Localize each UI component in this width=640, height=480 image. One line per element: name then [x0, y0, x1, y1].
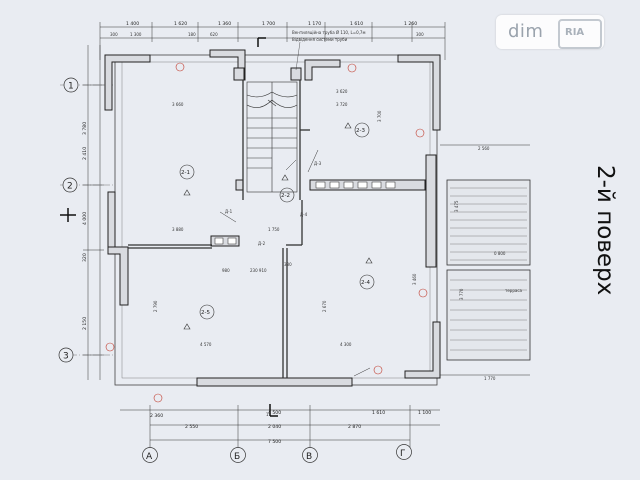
beam-openings — [214, 181, 396, 245]
dim-top-1: 1 400 — [126, 21, 139, 27]
area-markers — [183, 122, 373, 330]
door-label-2: Д-2 — [258, 241, 266, 246]
room-2-1: 2-1 — [181, 170, 190, 176]
watermark-text: dim — [508, 21, 544, 42]
staircase — [246, 81, 298, 193]
dim-top2-5: 300 — [416, 32, 424, 37]
terrace-label: терраса — [505, 288, 523, 293]
dim-left-3: 4 000 — [82, 212, 88, 225]
door-label-1: Д-1 — [225, 209, 233, 214]
door-labels: Д-1 Д-2 Д-3 Д-4 — [225, 161, 322, 246]
top-dimension-labels: 1 400 1 620 1 360 1 700 1 170 1 610 1 26… — [110, 21, 424, 37]
dim-bottom-1: 2 360 — [150, 413, 163, 419]
load-bearing-walls — [104, 49, 441, 387]
svg-text:1 750: 1 750 — [268, 227, 280, 232]
svg-text:980: 980 — [222, 268, 230, 273]
dim-top-7: 1 260 — [404, 21, 417, 27]
watermark-badge: RIA — [558, 19, 602, 49]
dim-top-4: 1 700 — [262, 21, 275, 27]
dim-bottom2-2: 2 040 — [268, 424, 281, 430]
terrace-dim-2: 3 475 — [454, 200, 459, 212]
dim-top-2: 1 620 — [174, 21, 187, 27]
terrace: 2 560 3 475 3 770 1 770 0 800 терраса — [440, 144, 531, 381]
axis-col-a: А — [146, 452, 153, 462]
dim-bottom-total: 7 500 — [268, 439, 281, 445]
svg-text:3 720: 3 720 — [336, 102, 348, 107]
dim-top2-4: 620 — [210, 32, 218, 37]
svg-text:4 570: 4 570 — [200, 342, 212, 347]
dim-top2-1: 300 — [110, 32, 118, 37]
svg-text:3 660: 3 660 — [172, 102, 184, 107]
svg-text:3 700: 3 700 — [377, 110, 382, 122]
dim-left-1: 3 780 — [82, 122, 88, 135]
door-swings — [219, 149, 371, 377]
partitions — [128, 80, 310, 378]
dim-bottom2-1: 2 550 — [185, 424, 198, 430]
axis-col-b: Б — [234, 452, 240, 462]
svg-text:4 300: 4 300 — [340, 342, 352, 347]
top-dimension-lines — [99, 22, 446, 60]
section-marks — [60, 37, 278, 417]
floor-title: 2-й поверх — [592, 165, 618, 296]
left-dimension-labels: 3 780 2 410 4 000 320 2 150 — [82, 122, 88, 330]
door-label-3: Д-3 — [314, 161, 322, 166]
svg-text:380: 380 — [284, 262, 292, 267]
floor-title-box: 2-й поверх — [590, 165, 640, 325]
axis-row-1: 1 — [68, 82, 74, 92]
terrace-dim-5: 0 800 — [494, 251, 506, 256]
dim-top2-2: 1 300 — [130, 32, 142, 37]
axis-row-3: 3 — [63, 352, 69, 362]
section-mark-label: 1 — [266, 412, 269, 417]
room-2-2: 2-2 — [281, 193, 290, 199]
red-markers — [105, 62, 428, 403]
terrace-dim-4: 1 770 — [484, 376, 496, 381]
svg-text:3 880: 3 880 — [172, 227, 184, 232]
dim-top-3: 1 360 — [218, 21, 231, 27]
axis-row-2: 2 — [67, 182, 73, 192]
dim-left-2: 2 410 — [82, 147, 88, 160]
dim-top-6: 1 610 — [350, 21, 363, 27]
note-leader — [295, 41, 301, 71]
terrace-dim-3: 3 770 — [459, 288, 464, 300]
axis-col-v: В — [306, 452, 312, 462]
watermark-badge-text: RIA — [565, 27, 585, 38]
bottom-dimension-lines — [120, 405, 440, 458]
dim-left-5: 2 150 — [82, 317, 88, 330]
row-axes: 1 2 3 — [58, 77, 115, 363]
room-tags: 2-1 2-2 2-3 2-4 2-5 — [179, 122, 375, 320]
svg-text:2 790: 2 790 — [153, 300, 158, 312]
terrace-dim-1: 2 560 — [478, 146, 490, 151]
dim-bottom-4: 1 100 — [418, 410, 431, 416]
dim-top2-3: 180 — [188, 32, 196, 37]
dim-bottom-3: 1 610 — [372, 410, 385, 416]
dim-bottom2-3: 2 870 — [348, 424, 361, 430]
svg-text:3 460: 3 460 — [412, 273, 417, 285]
room-2-3: 2-3 — [356, 128, 365, 134]
room-2-5: 2-5 — [201, 310, 210, 316]
dimria-watermark: dim RIA — [496, 15, 604, 49]
room-2-4: 2-4 — [361, 280, 370, 286]
ventilation-note-2: Відвідення системи труби — [292, 37, 348, 42]
svg-text:2 670: 2 670 — [322, 300, 327, 312]
axis-col-g: Г — [400, 449, 406, 459]
dim-left-4: 320 — [82, 253, 88, 262]
inner-dimension-labels: 3 660 3 720 3 620 3 880 1 750 4 570 4 30… — [153, 89, 417, 347]
door-label-4: Д-4 — [300, 212, 308, 217]
svg-text:3 620: 3 620 — [336, 89, 348, 94]
ventilation-note: Вентиляційна труба Ø 110, L=0,7м — [292, 30, 365, 35]
dim-top-5: 1 170 — [308, 21, 321, 27]
column-axes: А Б В Г — [142, 444, 412, 463]
bottom-dimension-labels: 2 360 4 500 1 610 1 100 2 550 2 040 2 87… — [150, 410, 431, 445]
dim-bottom-2: 4 500 — [268, 410, 281, 416]
svg-text:230 910: 230 910 — [250, 268, 267, 273]
